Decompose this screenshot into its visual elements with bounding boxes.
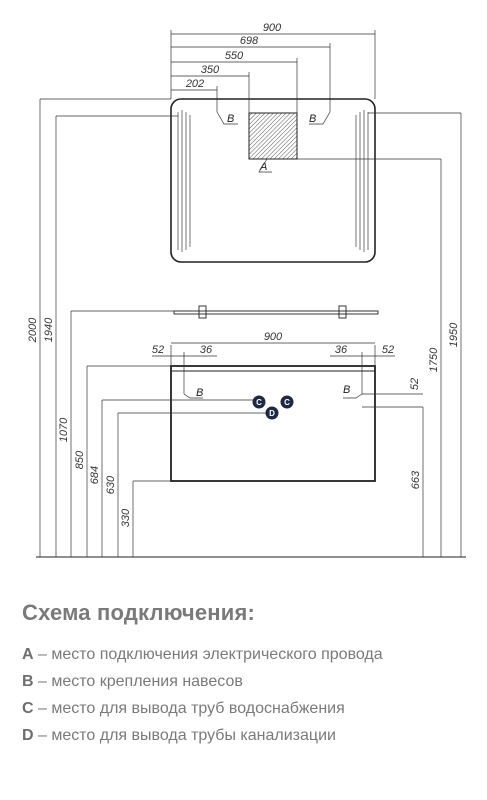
legend-text-c: – место для вывода труб водоснабжения	[33, 700, 345, 717]
legend-item-c: C – место для вывода труб водоснабжения	[22, 700, 482, 718]
legend-key-b: B	[22, 673, 34, 690]
legend-item-b: B – место крепления навесов	[22, 673, 482, 691]
dim-684: 684	[89, 466, 101, 484]
legend-item-a: A – место подключения электрического про…	[22, 646, 482, 664]
dim-350: 350	[201, 64, 220, 76]
legend-title: Схема подключения:	[22, 600, 256, 625]
legend: Схема подключения: A – место подключения…	[22, 600, 482, 754]
drain-outlet-marker	[265, 406, 279, 420]
dim-mirror-width: 900	[263, 22, 282, 34]
dim-cabinet-width: 900	[264, 331, 283, 343]
mirror-hook-left-label: B	[227, 113, 234, 125]
dim-630: 630	[105, 475, 117, 494]
dim-1070: 1070	[58, 417, 70, 442]
dim-right-52: 52	[382, 344, 394, 356]
dim-1950: 1950	[448, 322, 460, 347]
cabinet-hook-right-label: B	[343, 384, 350, 396]
dim-1940: 1940	[43, 317, 55, 342]
dim-right-36: 36	[335, 344, 348, 356]
dim-side-52: 52	[409, 378, 421, 390]
dim-1750: 1750	[428, 347, 440, 372]
dim-202: 202	[185, 78, 204, 90]
electric-connection-area	[248, 112, 298, 160]
electric-area-label: A	[259, 161, 267, 173]
dim-698: 698	[240, 35, 259, 47]
dim-330: 330	[120, 508, 132, 527]
connection-markers: C C D	[252, 395, 294, 420]
dim-left-52: 52	[152, 344, 164, 356]
legend-text-a: – место подключения электрического прово…	[33, 646, 383, 663]
cabinet-hook-left-label: B	[196, 387, 203, 399]
legend-key-c: C	[22, 700, 34, 717]
mirror-left-lights	[177, 110, 191, 252]
mirror-hook-right-label: B	[309, 113, 316, 125]
water-outlet-marker-left	[252, 395, 266, 409]
connection-diagram: C C D B B A B B 900 698 550 350 202 900 …	[27, 22, 466, 558]
mirror-outline	[170, 98, 376, 263]
marker-c-left-text: C	[256, 398, 262, 407]
dim-2000: 2000	[27, 317, 39, 343]
marker-c-right-text: C	[284, 398, 290, 407]
dim-550: 550	[225, 50, 244, 62]
legend-key-a: A	[22, 646, 34, 663]
cabinet-outline	[170, 365, 376, 482]
legend-key-d: D	[22, 727, 34, 744]
marker-d-text: D	[269, 409, 275, 418]
dim-left-36: 36	[200, 344, 213, 356]
mirror-right-lights	[355, 110, 369, 252]
legend-text-b: – место крепления навесов	[33, 673, 243, 690]
water-outlet-marker-right	[280, 395, 294, 409]
dim-850: 850	[74, 450, 86, 469]
legend-item-d: D – место для вывода трубы канализации	[22, 727, 482, 745]
dim-663: 663	[410, 470, 422, 489]
legend-text-d: – место для вывода трубы канализации	[33, 727, 336, 744]
glass-shelf	[173, 310, 379, 315]
